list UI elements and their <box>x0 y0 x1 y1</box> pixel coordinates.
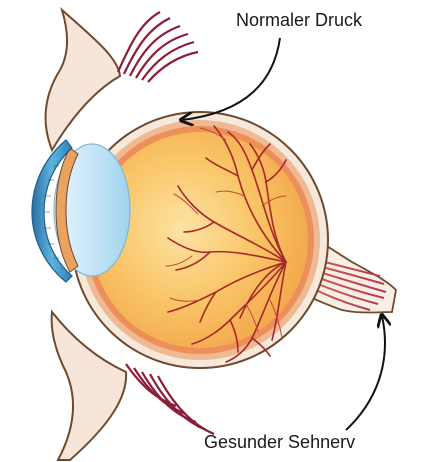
upper-muscle <box>118 12 198 82</box>
arrow-healthy-optic-nerve <box>346 316 385 430</box>
arrow-normal-pressure <box>182 38 280 120</box>
upper-eyelid <box>46 10 120 150</box>
label-healthy-optic-nerve: Gesunder Sehnerv <box>204 432 355 453</box>
label-normal-pressure: Normaler Druck <box>236 10 362 31</box>
lower-muscle <box>126 364 214 434</box>
